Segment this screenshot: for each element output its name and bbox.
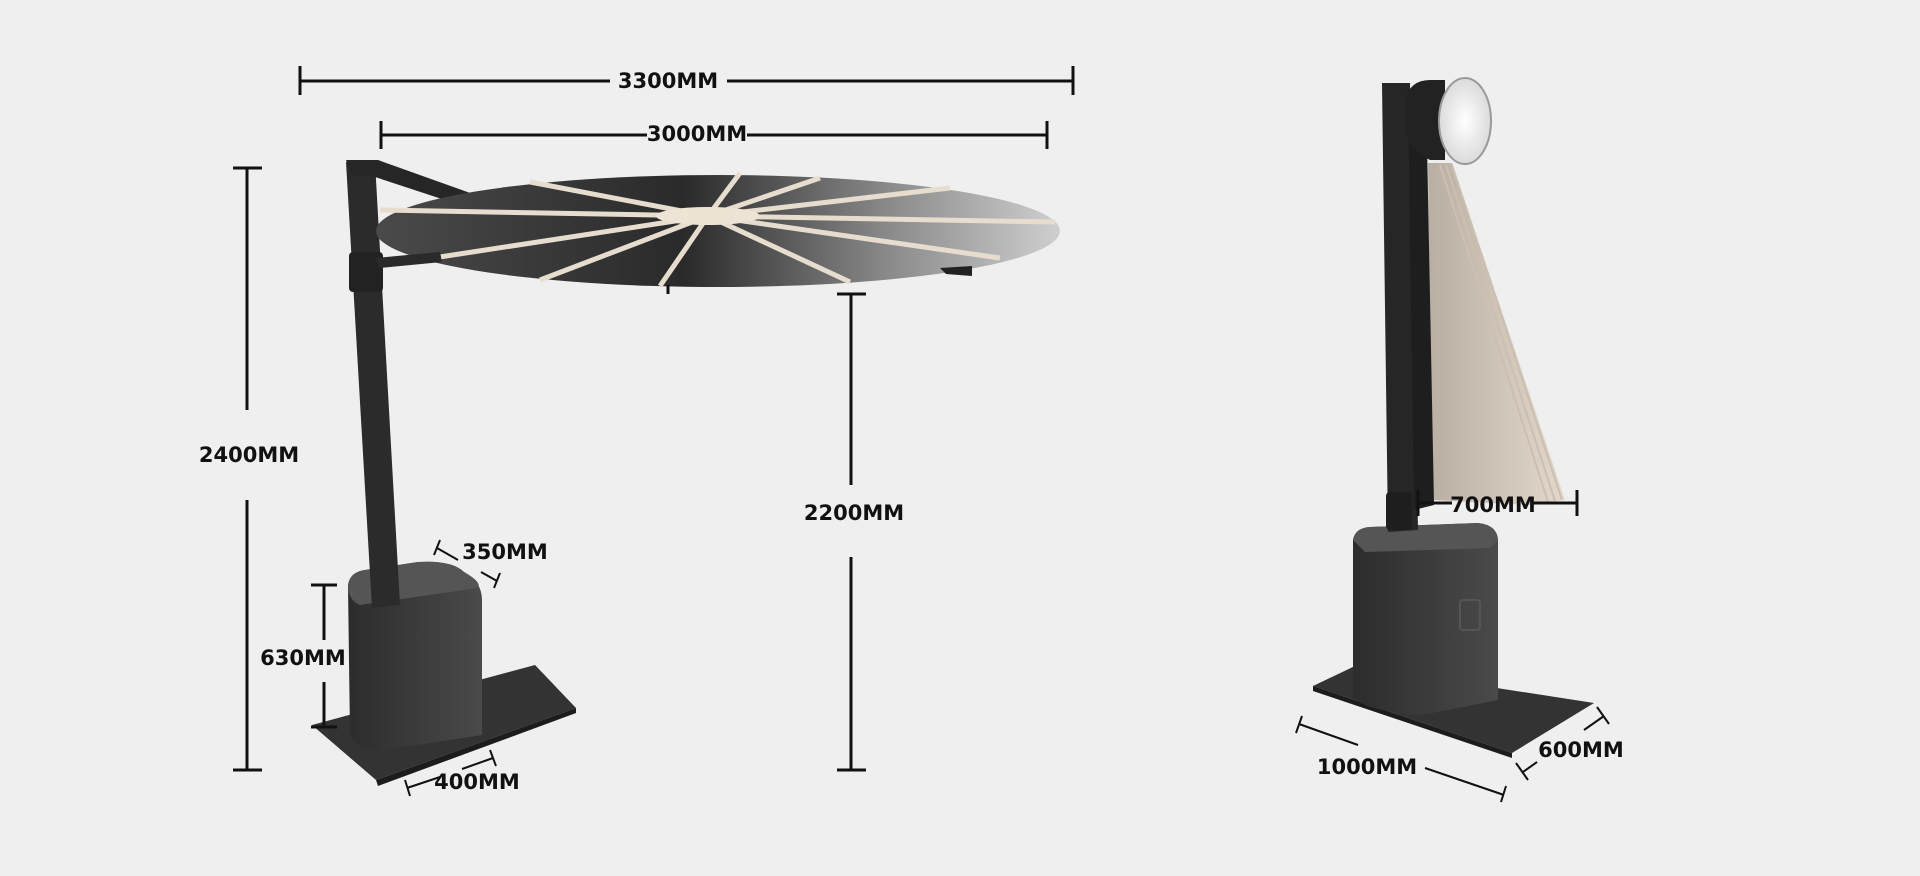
label-clearance-height: 2200MM	[804, 501, 904, 525]
folded-umbrella-illustration	[1313, 77, 1594, 758]
dimension-total-height: 2400MM	[199, 166, 299, 772]
label-canopy-width: 3000MM	[647, 122, 747, 146]
dimension-clearance-height: 2200MM	[804, 292, 904, 772]
label-base-box-width: 400MM	[434, 770, 520, 794]
label-base-plate-length: 1000MM	[1317, 755, 1417, 779]
label-folded-depth: 700MM	[1450, 493, 1536, 517]
folded-base-box	[1353, 523, 1498, 715]
folded-canopy	[1428, 163, 1565, 505]
label-base-box-depth: 350MM	[462, 540, 548, 564]
dimension-folded-depth: 700MM	[1416, 490, 1579, 517]
open-umbrella-illustration	[312, 160, 1060, 786]
dimension-base-plate-length: 1000MM	[1295, 715, 1507, 803]
label-base-box-height: 630MM	[260, 646, 346, 670]
dimension-base-box-depth: 350MM	[433, 539, 548, 589]
canopy-hub	[656, 207, 760, 225]
base-box	[348, 561, 482, 750]
folded-pole	[1382, 83, 1418, 532]
dimension-base-box-width: 400MM	[404, 749, 520, 797]
dimension-total-width: 3300MM	[298, 66, 1075, 95]
canopy	[376, 175, 1060, 287]
folded-hub	[1438, 77, 1492, 165]
dimension-base-plate-width: 600MM	[1515, 706, 1624, 781]
dimension-base-box-height: 630MM	[260, 583, 346, 729]
label-base-plate-width: 600MM	[1538, 738, 1624, 762]
label-total-width: 3300MM	[618, 69, 718, 93]
label-total-height: 2400MM	[199, 443, 299, 467]
dimension-canopy-width: 3000MM	[379, 121, 1049, 149]
